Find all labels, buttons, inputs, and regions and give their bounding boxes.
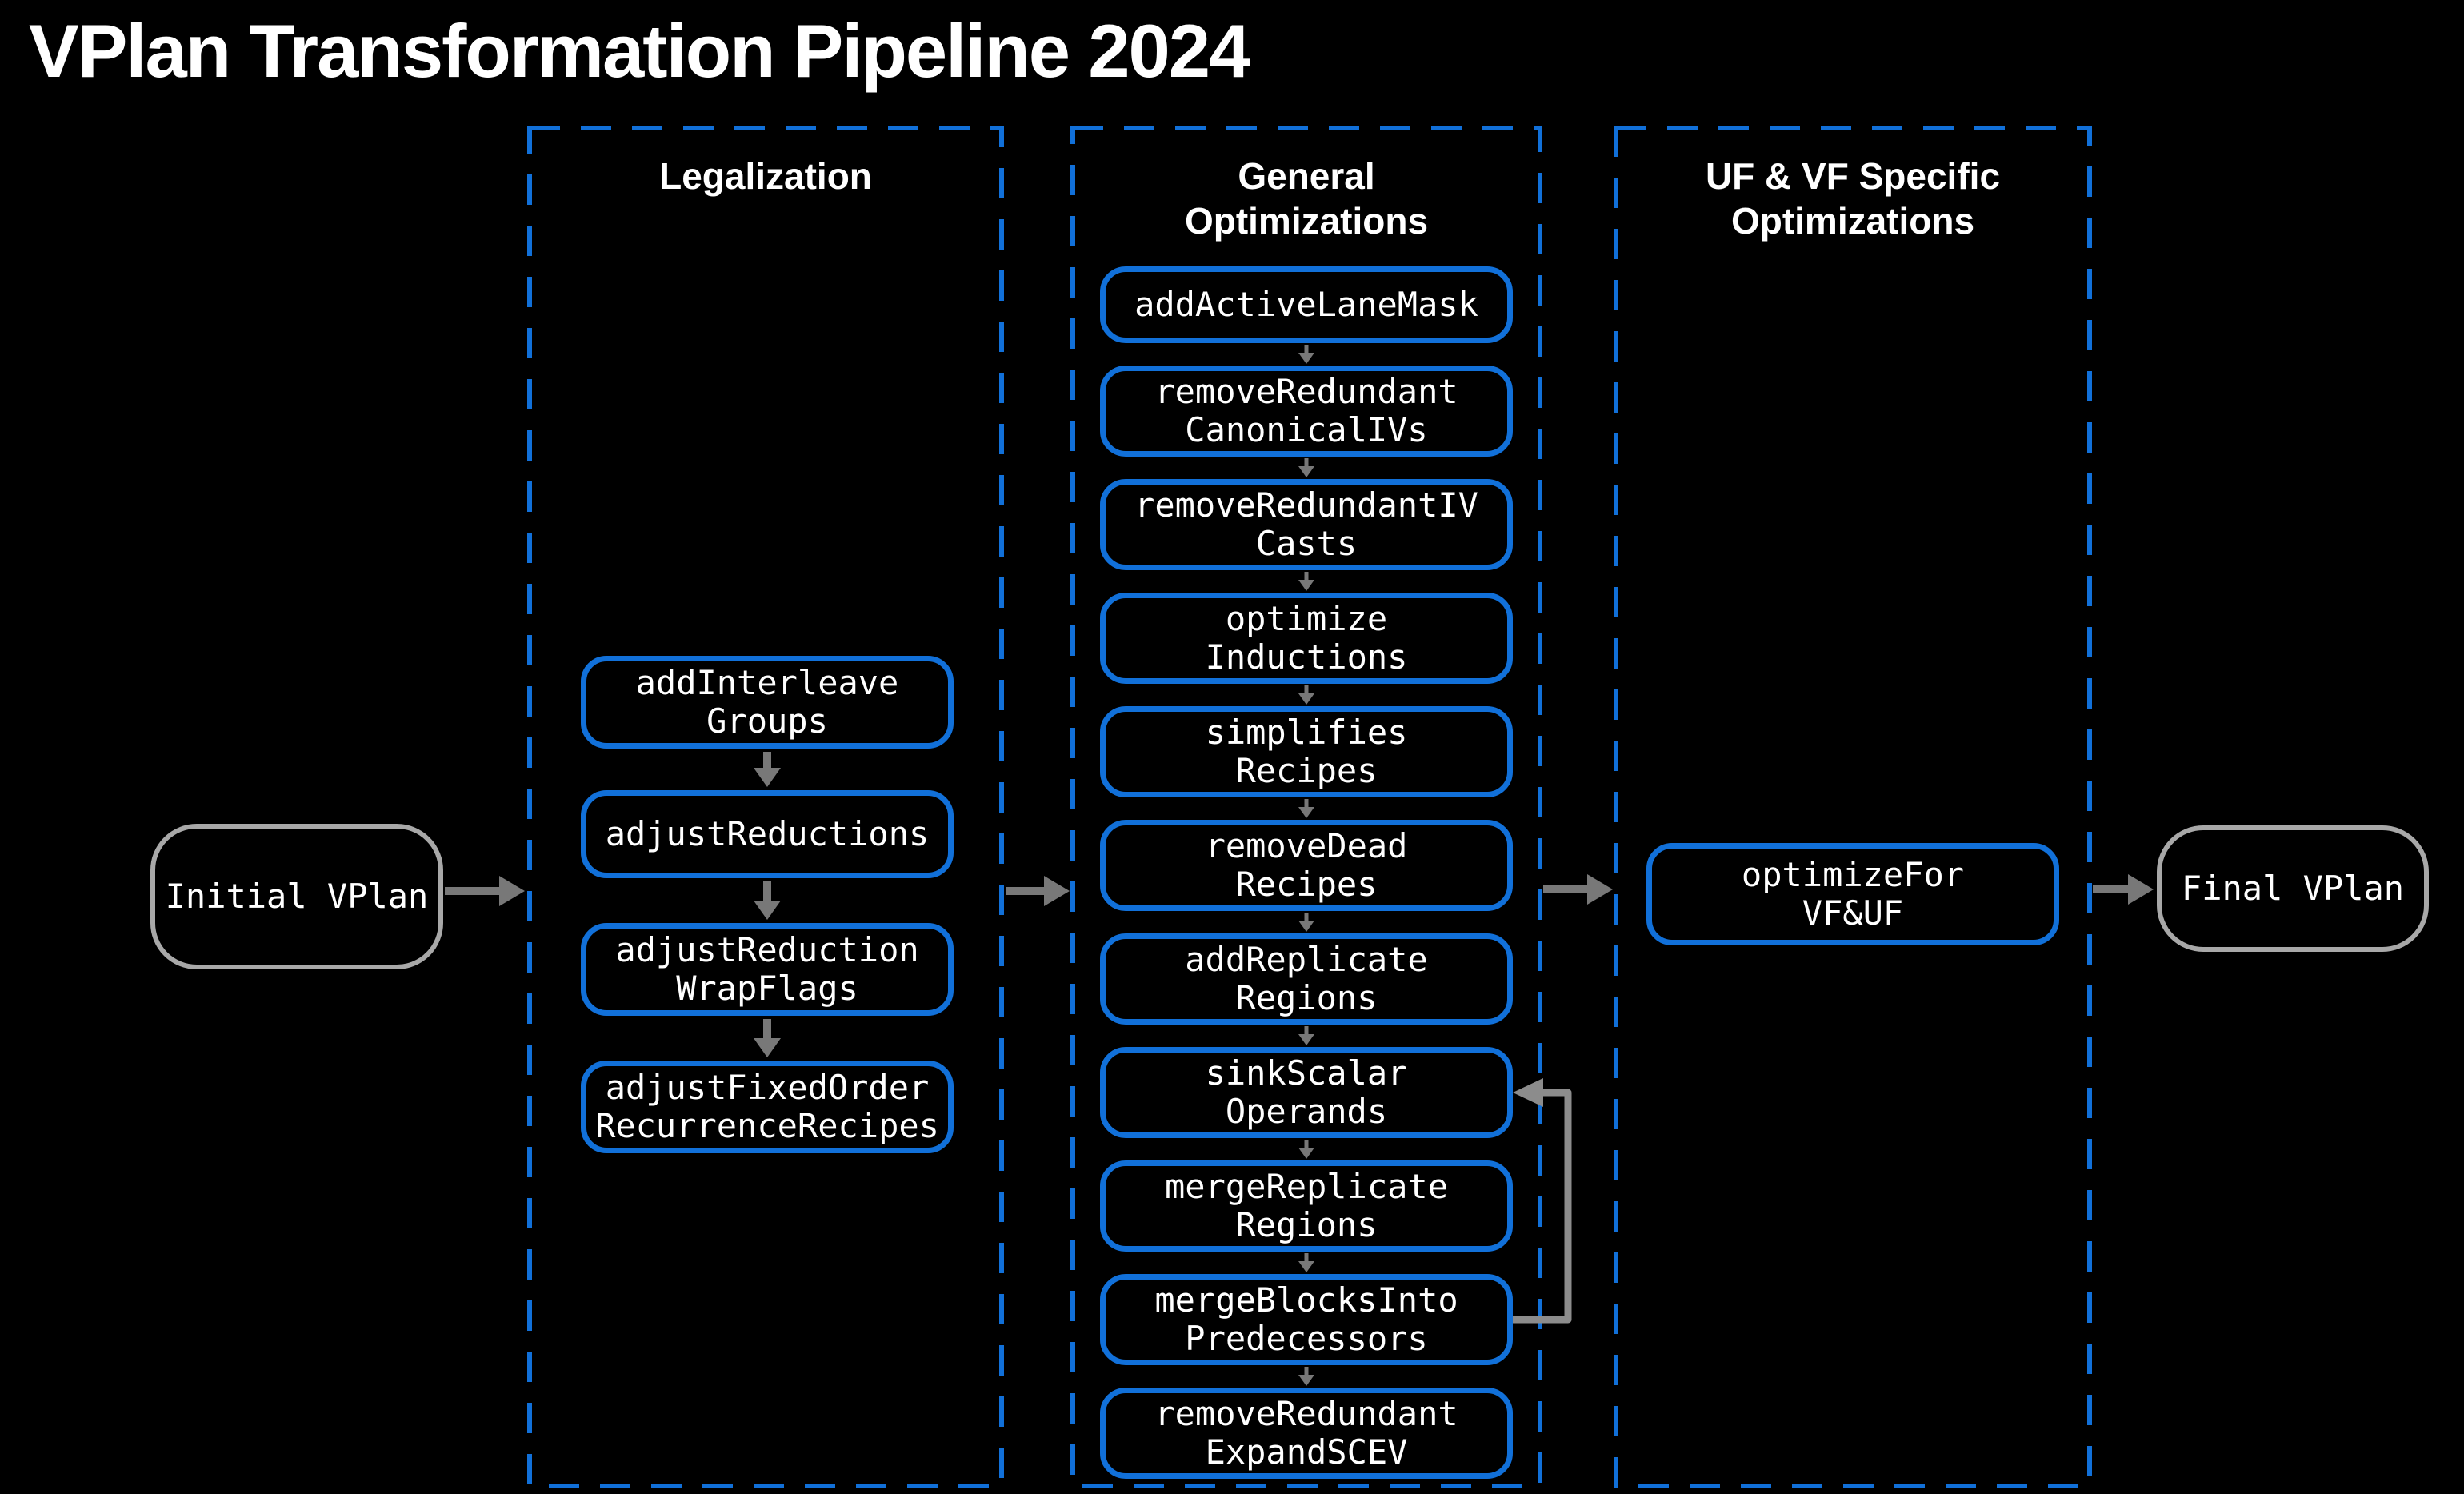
node-label-line: Recipes: [1235, 865, 1378, 904]
flow-arrowhead-down: [1298, 1034, 1314, 1045]
column-header-line: Optimizations: [1730, 200, 1975, 242]
node-label-line: Casts: [1255, 524, 1358, 563]
pipeline-step-adjustreductions: adjustReductions: [581, 790, 954, 878]
node-label-line: adjustReduction: [615, 930, 919, 969]
node-label-line: removeRedundantIV: [1134, 485, 1478, 525]
feedback-loop-arrowhead: [1513, 1078, 1543, 1107]
node-label-line: mergeReplicate: [1164, 1167, 1448, 1206]
flow-arrowhead-down: [754, 768, 781, 787]
column-header-legalization: Legalization: [530, 154, 1002, 198]
column-header-line: General: [1238, 155, 1375, 197]
column-border-general-optimizations: [1070, 126, 1542, 1488]
stage-arrowhead-right: [2128, 874, 2154, 905]
node-label-line: Regions: [1235, 1205, 1378, 1244]
flow-arrowhead-down: [754, 1038, 781, 1057]
node-label-line: adjustFixedOrder: [605, 1068, 930, 1107]
column-header-line: Optimizations: [1184, 200, 1429, 242]
node-label-line: RecurrenceRecipes: [595, 1106, 939, 1145]
flow-arrowhead-down: [1298, 693, 1314, 705]
node-label-line: optimizeFor: [1741, 855, 1965, 894]
node-label-line: Predecessors: [1185, 1319, 1428, 1358]
node-label-line: Recipes: [1235, 751, 1378, 790]
feedback-loop-line: [1513, 1089, 1572, 1324]
column-header-line: UF & VF Specific: [1705, 155, 2001, 197]
node-label-line: simplifies: [1205, 713, 1408, 752]
node-label-line: Final VPlan: [2181, 869, 2405, 908]
node-label-line: addReplicate: [1185, 940, 1428, 979]
node-label-line: Groups: [706, 701, 828, 741]
flow-arrowhead-down: [1298, 580, 1314, 591]
stage-arrowhead-right: [1587, 874, 1613, 905]
node-label-line: Operands: [1225, 1092, 1388, 1131]
flow-arrowhead-down: [1298, 807, 1314, 818]
node-label-line: removeRedundant: [1154, 372, 1458, 411]
node-label-line: addInterleave: [635, 663, 899, 702]
node-label-line: addActiveLaneMask: [1134, 285, 1478, 324]
node-label-line: optimize: [1225, 599, 1388, 638]
node-label-line: Initial VPlan: [165, 877, 429, 916]
node-label-line: Regions: [1235, 978, 1378, 1017]
flow-arrowhead-down: [1298, 1261, 1314, 1272]
node-label-line: sinkScalar: [1205, 1053, 1408, 1093]
stage-arrowhead-right: [499, 876, 525, 906]
column-header-line: Legalization: [659, 155, 872, 197]
node-label-line: removeDead: [1205, 826, 1408, 865]
node-label-line: Inductions: [1205, 637, 1408, 677]
terminal-initial-vplan: Initial VPlan: [150, 824, 443, 969]
flow-arrowhead-down: [1298, 353, 1314, 364]
column-border-uf-vf-specific-optimizations: [1614, 126, 2092, 1488]
column-border-legalization: [527, 126, 1004, 1488]
node-label-line: ExpandSCEV: [1205, 1432, 1408, 1472]
diagram-title: VPlan Transformation Pipeline 2024: [29, 9, 1250, 93]
node-label-line: removeRedundant: [1154, 1394, 1458, 1433]
node-label-line: WrapFlags: [676, 969, 858, 1008]
stage-arrowhead-right: [1044, 876, 1070, 906]
terminal-final-vplan: Final VPlan: [2157, 825, 2429, 952]
flow-arrowhead-down: [1298, 1148, 1314, 1159]
flow-arrowhead-down: [754, 901, 781, 920]
flow-arrowhead-down: [1298, 921, 1314, 932]
flow-arrowhead-down: [1298, 1375, 1314, 1386]
node-label-line: adjustReductions: [605, 814, 930, 853]
node-label-line: mergeBlocksInto: [1154, 1280, 1458, 1320]
flow-arrowhead-down: [1298, 466, 1314, 477]
node-label-line: CanonicalIVs: [1185, 410, 1428, 449]
node-label-line: VF&UF: [1802, 893, 1904, 933]
pipeline-step-addactivelanemask: addActiveLaneMask: [1100, 266, 1513, 343]
